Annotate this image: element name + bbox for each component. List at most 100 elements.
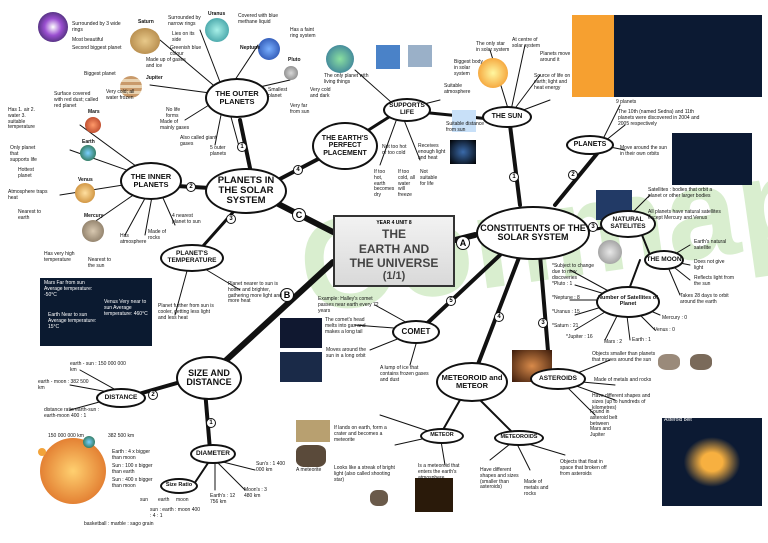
note-moon-a: Earth's natural satellite [694,239,727,251]
note-sun-a: The only star in solar system [476,41,510,53]
note-sat-mars: Mars : 2 [604,339,623,345]
earth-image [80,145,96,161]
label-saturn: Saturn [138,19,154,25]
venus-image [75,183,95,203]
note-moon-c: Reflects light from the sun [694,275,735,287]
pluto-image [284,66,298,80]
note-mtd-a: Have different shapes and sizes (smaller… [480,467,519,491]
note-jupiter-b: Made up of gases and ice [146,57,186,69]
orbit-image [672,133,752,185]
note-pluto-b: Very far from sun [290,103,310,115]
moon-image [598,240,622,264]
note-temp-b: Planet further from sun is cooler, getti… [158,303,214,321]
node-size-ratio: Size Ratio [160,478,198,494]
distance-sun-dot [38,448,46,456]
marker-4: 4 [293,165,303,175]
note-inner-b: Made of rocks [148,229,167,241]
note-sat-saturn: *Saturn : 21 [552,323,579,329]
label-earth: Earth [82,139,95,145]
branch-letter-a: A [456,236,470,250]
meteoroid-image [370,490,388,506]
note-sat-uranus: *Uranus : 15 [552,309,580,315]
saturn-image [130,28,160,54]
note-mercury-a: Has very high temperature [44,251,75,263]
label-mars: Mars [88,109,100,115]
note-outer-count: 5 outer planets [210,145,227,157]
note-place-f: Not suitable for life [420,169,438,187]
meteor-crater-image [296,420,330,442]
note-venus-b: Atmosphere traps heat [8,189,48,201]
label-mercury: Mercury [84,213,104,219]
note-place-d: If too cold, all water will freeze [398,169,415,198]
mars-image [85,117,101,133]
note-saturn-a: Surrounded by 3 wide rings [72,21,121,33]
marker-1: 1 [237,142,247,152]
note-inner-a: Has atmosphere [120,233,147,245]
note-met-meteorite: A meteorite [296,467,322,473]
note-neptune-a: Covered with blue methane liquid [238,13,279,25]
note-pluto-c: Very cold and dark [310,87,331,99]
marker-6: 2 [568,170,578,180]
sun-small-image [478,58,508,88]
node-diameter: DIAMETER [190,444,236,464]
node-earths-perfect-placement: THE EARTH'S PERFECT PLACEMENT [312,122,378,170]
note-moon-d: Takes 28 days to orbit around the earth [680,293,729,305]
note-uranus-b: Lies on its side [172,31,195,43]
note-sat-note: *Subject to change due to new discoverie… [552,263,594,281]
node-supports-life: SUPPORTS LIFE [383,98,431,122]
central-title-box: YEAR 4 UNIT 8 THE EARTH AND THE UNIVERSE… [333,215,455,287]
note-planets-a: 9 planets [616,99,637,105]
node-comet: COMET [392,320,440,344]
note-sat-b: All planets have natural satellites exce… [648,209,721,221]
title-line-2: EARTH AND [358,241,430,256]
note-temp-venus: Venus Very near to sun Average temperatu… [104,299,148,317]
earth-globe-image [326,45,354,73]
note-place-h: Suitable distance from sun [446,121,485,133]
neptune-image [258,38,280,60]
marker-10: 5 [446,296,456,306]
marker-3: 3 [226,214,236,224]
note-jupiter-a: Biggest planet [84,71,116,77]
note-sat-venus: Venus : 0 [654,327,675,333]
note-venus-a: Hottest planet [18,167,34,179]
note-place-g: Suitable atmosphere [444,83,471,95]
node-size-and-distance: SIZE AND DISTANCE [176,356,242,400]
comet-image-2 [280,352,322,382]
note-sat-mercury: Mercury : 0 [662,315,688,321]
node-asteroids: ASTEROIDS [530,368,586,390]
node-planets-temperature: PLANET'S TEMPERATURE [160,244,224,272]
note-ast-d: Found in asteroid belt between Mars and … [590,409,618,438]
note-mtd-c: Objects that float in space that broken … [560,459,607,477]
title-line-3: THE UNIVERSE [349,256,439,271]
node-planets: PLANETS [566,135,614,155]
note-ratio-a: Earth : 4 x bigger than moon [112,449,151,461]
note-met-a: If lands on earth, form a crater and bec… [334,425,387,443]
marker-5: 1 [509,172,519,182]
asteroid-rock-1 [658,354,680,370]
node-meteoroid-and-meteor: METEOROID and METEOR [436,362,508,402]
note-pluto-a: Smallest planet [268,87,288,99]
jupiter-image [120,76,142,98]
node-meteor: METEOR [420,428,464,444]
note-temp-earth: Earth Near to sun Average temperature: 1… [48,312,97,330]
label-pluto: Pluto [288,57,301,63]
note-sat-earth: Earth : 1 [632,337,651,343]
note-comet-c: Moves around the sun in a long orbit [326,347,367,359]
note-earth-has: Has 1. air 2. water 3. suitable temperat… [8,107,35,131]
note-ast-b: Made of metals and rocks [594,377,652,383]
label-ratio-moon: moon [176,497,189,503]
note-mars-c: No life forms [166,107,181,119]
note-earth-only: Only planet that supports life [10,145,37,163]
note-planets-c: Move around the sun in their own orbits [620,145,667,157]
note-outer-a: Made of mainly gases [160,119,190,131]
asteroid-belt-image [662,418,762,506]
note-ast-a: Objects smaller than planets that moves … [592,351,656,363]
note-ast-belt: Asteroid belt [664,417,692,423]
note-mtd-b: Made of metals and rocks [524,479,549,497]
title-line-1: THE [382,227,406,241]
node-distance: DISTANCE [96,388,146,408]
note-temp-mars: Mars Far from sun Average temperature: -… [44,280,93,298]
marker-7: 3 [588,222,598,232]
note-ratio-d: sun : earth : moon 400 : 4 : 1 [150,507,201,519]
